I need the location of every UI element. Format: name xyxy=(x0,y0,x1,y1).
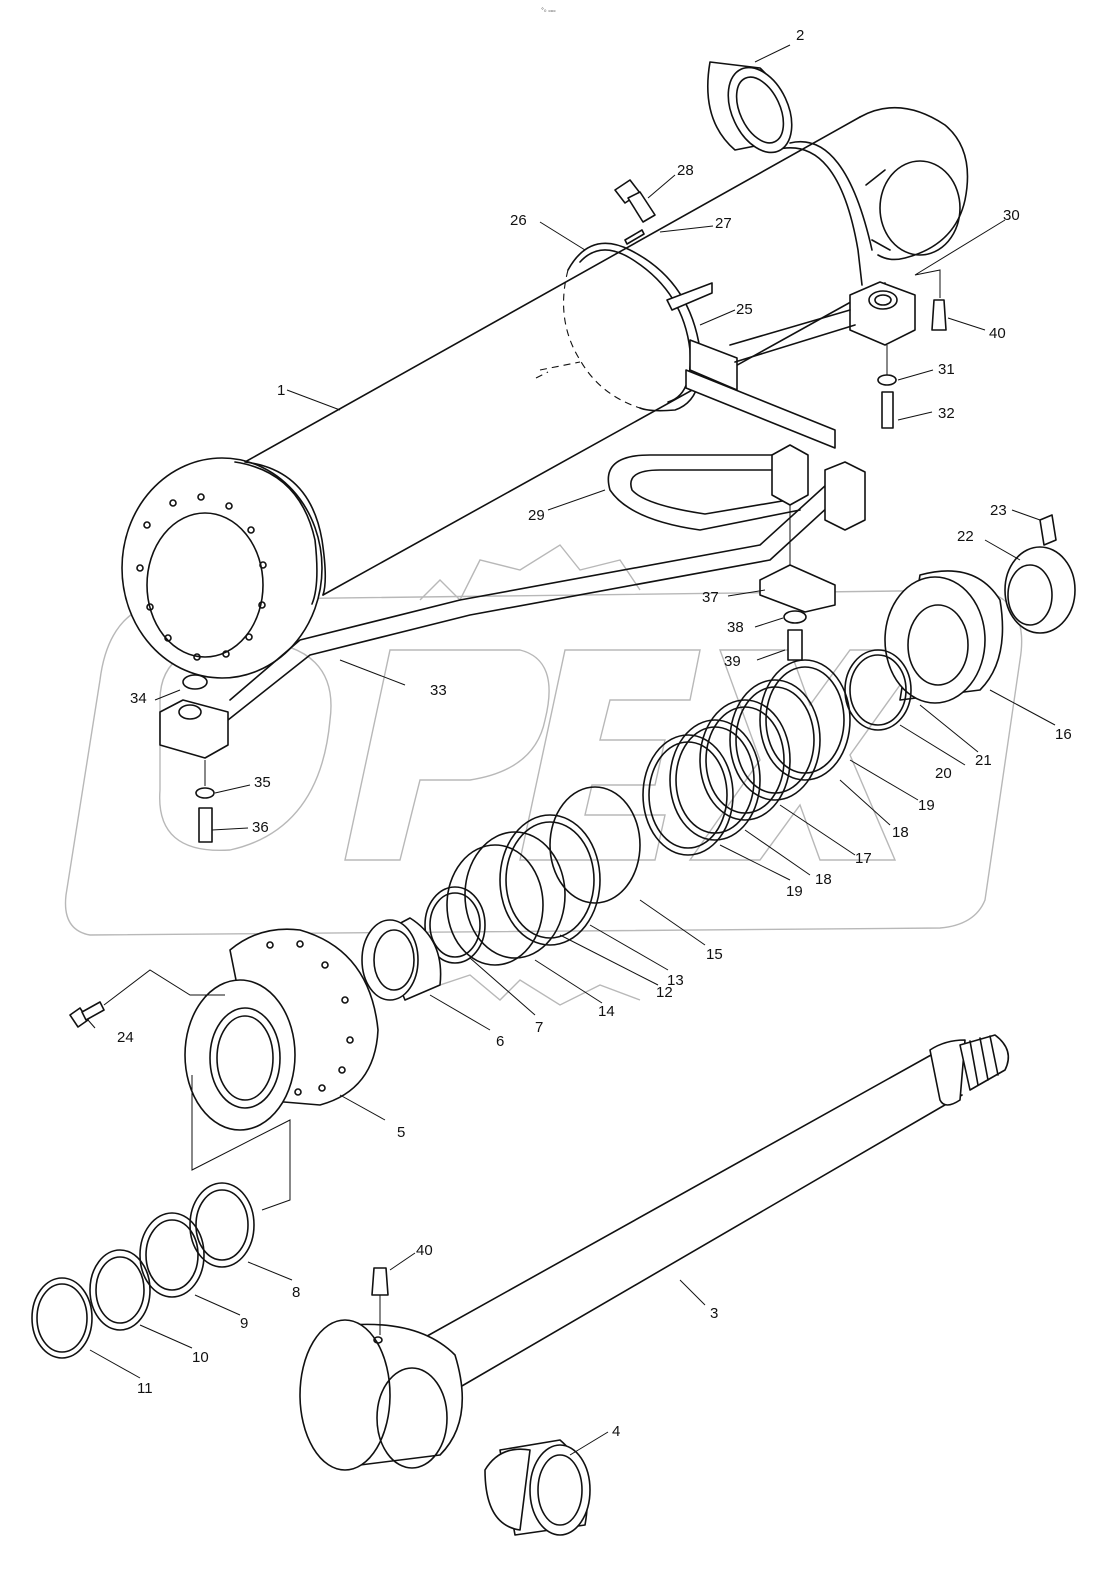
callout-13: 13 xyxy=(667,972,684,989)
callout-leaders xyxy=(87,44,1056,1456)
part-37-38-39-clamp xyxy=(759,505,836,661)
callout-30: 30 xyxy=(1003,207,1020,224)
callout-3: 3 xyxy=(710,1305,718,1322)
callout-11: 11 xyxy=(137,1380,153,1397)
callout-26: 26 xyxy=(510,212,527,229)
callout-10: 10 xyxy=(192,1349,209,1366)
callout-27: 27 xyxy=(715,215,732,232)
part-7-ring xyxy=(424,886,486,964)
callout-29: 29 xyxy=(528,507,545,524)
callout-19a: 19 xyxy=(918,797,935,814)
part-27-pin xyxy=(624,229,645,245)
callout-38: 38 xyxy=(727,619,744,636)
callout-7: 7 xyxy=(535,1019,543,1036)
callout-36: 36 xyxy=(252,819,269,836)
assembly-bracket xyxy=(191,1075,291,1211)
callout-25: 25 xyxy=(736,301,753,318)
callout-17: 17 xyxy=(855,850,872,867)
part-12-13-14-15-rings xyxy=(446,786,641,966)
part-25-bracket xyxy=(685,339,836,449)
part-5-gland xyxy=(184,928,379,1131)
callout-22: 22 xyxy=(957,528,974,545)
callout-18b: 18 xyxy=(815,871,832,888)
part-20-21-rings xyxy=(844,649,912,731)
callout-23: 23 xyxy=(990,502,1007,519)
callout-8: 8 xyxy=(292,1284,300,1301)
part-34-flange-block xyxy=(159,674,229,759)
callout-20: 20 xyxy=(935,765,952,782)
callout-16: 16 xyxy=(1055,726,1072,743)
header-mark: °₀ ₒₒₒ xyxy=(541,7,556,14)
callout-28: 28 xyxy=(677,162,694,179)
callout-24: 24 xyxy=(117,1029,134,1046)
callout-21: 21 xyxy=(975,752,992,769)
callout-19b: 19 xyxy=(786,883,803,900)
callout-14: 14 xyxy=(598,1003,615,1020)
part-2-bushing xyxy=(707,61,793,154)
part-35-36-washer-bolt xyxy=(195,760,215,843)
callout-6: 6 xyxy=(496,1033,504,1050)
part-4-bushing xyxy=(484,1439,591,1536)
part-40-grease-nipple-lower xyxy=(371,1267,389,1335)
callout-4: 4 xyxy=(612,1423,620,1440)
part-33-pipe xyxy=(227,461,866,721)
part-28-bolt xyxy=(614,179,656,223)
callout-31: 31 xyxy=(938,361,955,378)
callout-9: 9 xyxy=(240,1315,248,1332)
flange-bolt-holes xyxy=(136,493,267,661)
part-6-bushing xyxy=(361,917,442,1001)
callout-39: 39 xyxy=(724,653,741,670)
callout-12: 12 xyxy=(656,984,673,1001)
callout-33: 33 xyxy=(430,682,447,699)
callout-40b: 40 xyxy=(416,1242,433,1259)
part-8-9-10-11-seals xyxy=(31,1182,255,1359)
callout-15: 15 xyxy=(706,946,723,963)
part-30-flange-block xyxy=(849,281,916,346)
part-1-cylinder-tube xyxy=(121,106,969,679)
part-17-18-19-seal-stack xyxy=(642,659,851,856)
callout-35: 35 xyxy=(254,774,271,791)
callout-18a: 18 xyxy=(892,824,909,841)
callout-5: 5 xyxy=(397,1124,405,1141)
callout-labels: 1 2 3 4 5 6 7 8 9 10 11 12 13 14 15 16 1… xyxy=(117,27,1072,1440)
part-31-32-washer-bolt xyxy=(877,345,897,429)
part-22-23-nut xyxy=(1004,514,1076,634)
part-29-pipe xyxy=(607,309,856,531)
part-16-piston xyxy=(884,570,1004,704)
callout-2: 2 xyxy=(796,27,804,44)
callout-37: 37 xyxy=(702,589,719,606)
callout-32: 32 xyxy=(938,405,955,422)
callout-40a: 40 xyxy=(989,325,1006,342)
part-3-piston-rod xyxy=(299,1034,1010,1471)
callout-1: 1 xyxy=(277,382,285,399)
callout-34: 34 xyxy=(130,690,147,707)
part-40-grease-nipple-upper xyxy=(931,299,947,331)
